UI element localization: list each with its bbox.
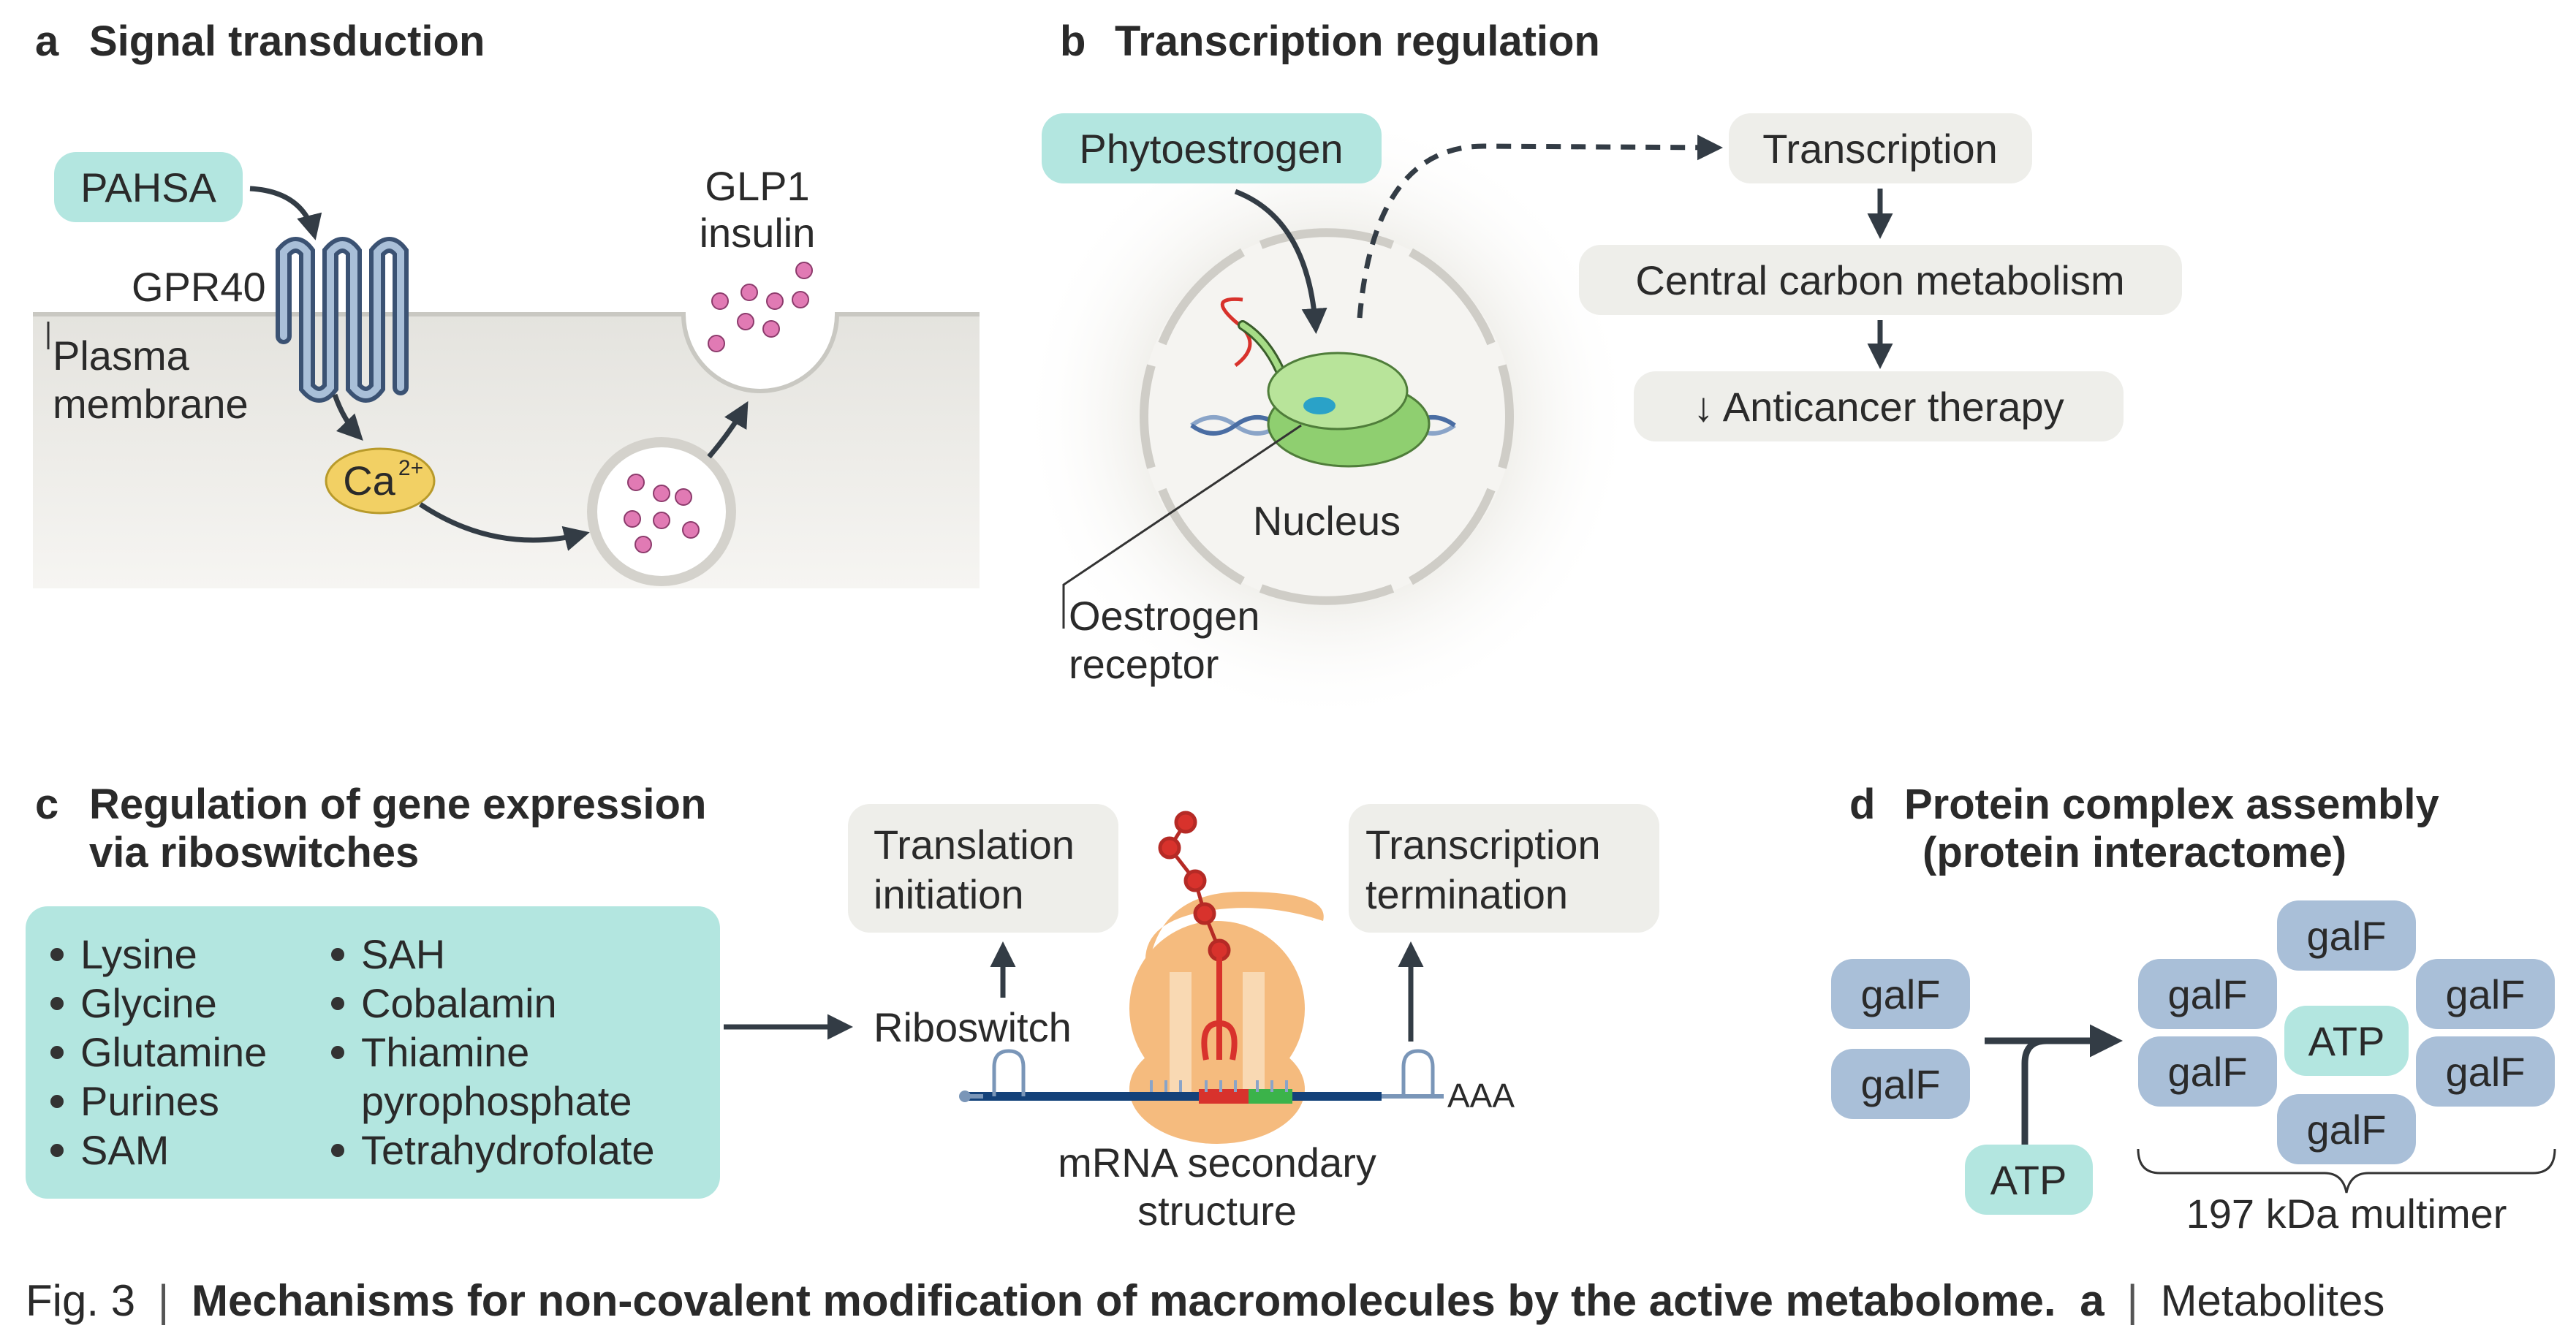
panel-b-letter: b bbox=[1060, 18, 1086, 65]
metabolite-column-1: Lysine Glycine Glutamine Purines SAM bbox=[50, 931, 267, 1173]
pahsa-label: PAHSA bbox=[80, 164, 216, 210]
galf-label: galF bbox=[1861, 1061, 1941, 1107]
atp-box bbox=[1965, 1145, 2093, 1215]
plasma-membrane bbox=[33, 314, 980, 588]
list-item: SAM bbox=[80, 1127, 169, 1173]
list-item: Glutamine bbox=[80, 1029, 267, 1075]
termination-label-2: termination bbox=[1365, 871, 1568, 917]
multimer-brace bbox=[2137, 1148, 2556, 1194]
anticancer-box bbox=[1634, 371, 2124, 441]
codon-red bbox=[1199, 1089, 1249, 1104]
panel-d-letter: d bbox=[1849, 781, 1875, 828]
panel-a-title: Signal transduction bbox=[89, 18, 485, 65]
panel-d-title-2: (protein interactome) bbox=[1922, 829, 2346, 876]
anticancer-label: ↓ Anticancer therapy bbox=[1693, 384, 2064, 430]
caption-a: a bbox=[2080, 1276, 2105, 1325]
galf-monomers: galF galF bbox=[1831, 959, 1970, 1119]
caption-fig: Fig. 3 bbox=[26, 1276, 135, 1325]
riboswitch-label: Riboswitch bbox=[874, 1004, 1072, 1050]
transcription-box bbox=[1729, 113, 2032, 183]
secreted-granules bbox=[708, 262, 813, 352]
codon-green bbox=[1249, 1089, 1292, 1104]
translation-box bbox=[848, 804, 1118, 933]
hairpin-right bbox=[1401, 1049, 1435, 1096]
receptor-label: receptor bbox=[1069, 641, 1219, 687]
oestrogen-label: Oestrogen bbox=[1069, 593, 1260, 639]
ribosome bbox=[1145, 892, 1324, 976]
pahsa-box bbox=[54, 152, 243, 222]
galf-label: galF bbox=[2446, 1049, 2526, 1095]
panel-c: c Regulation of gene expression via ribo… bbox=[26, 781, 1659, 1234]
termination-label-1: Transcription bbox=[1365, 822, 1601, 868]
nucleus-label: Nucleus bbox=[1253, 498, 1401, 544]
translation-label-2: initiation bbox=[874, 871, 1023, 917]
galf-label: galF bbox=[2168, 1049, 2248, 1095]
panel-c-title-1: Regulation of gene expression bbox=[89, 781, 706, 828]
termination-box bbox=[1349, 804, 1659, 933]
membrane-label: membrane bbox=[53, 381, 249, 427]
list-item: SAH bbox=[361, 931, 445, 977]
galf-label: galF bbox=[2307, 1107, 2387, 1153]
central-carbon-label: Central carbon metabolism bbox=[1635, 257, 2124, 303]
metabolite-column-2: SAH Cobalamin Thiamine pyrophosphate Tet… bbox=[331, 931, 655, 1173]
list-item: Tetrahydrofolate bbox=[361, 1127, 655, 1173]
insulin-label: insulin bbox=[700, 210, 816, 256]
ca-sup: 2+ bbox=[398, 456, 423, 480]
panel-d-title-1: Protein complex assembly bbox=[1904, 781, 2439, 828]
panel-c-title-2: via riboswitches bbox=[89, 829, 419, 876]
panel-b: b Transcription regulation Phytoestrogen bbox=[1020, 18, 2182, 724]
panel-c-letter: c bbox=[35, 781, 58, 828]
atp-center-box bbox=[2284, 1006, 2409, 1076]
caption-rest: Metabolites bbox=[2161, 1276, 2385, 1325]
metabolite-list-box bbox=[26, 906, 720, 1199]
codon-ticks bbox=[1150, 1080, 1288, 1092]
panel-b-title: Transcription regulation bbox=[1115, 18, 1600, 65]
caption-bold: Mechanisms for non-covalent modification… bbox=[192, 1276, 2056, 1325]
list-item: pyrophosphate bbox=[361, 1078, 632, 1124]
calcium-ion bbox=[325, 447, 436, 515]
panel-a-letter: a bbox=[35, 18, 59, 65]
vesicle-granules bbox=[624, 474, 700, 553]
central-carbon-box bbox=[1579, 245, 2182, 315]
list-item: Glycine bbox=[80, 980, 217, 1026]
glp1-label: GLP1 bbox=[705, 163, 809, 209]
list-item: Purines bbox=[80, 1078, 219, 1124]
panel-d: d Protein complex assembly (protein inte… bbox=[1831, 781, 2556, 1237]
panel-a: a Signal transduction Plasma membrane PA… bbox=[33, 18, 980, 588]
list-item: Thiamine bbox=[361, 1029, 529, 1075]
phyto-label: Phytoestrogen bbox=[1079, 126, 1343, 172]
figure-caption: Fig. 3 | Mechanisms for non-covalent mod… bbox=[26, 1276, 2384, 1325]
hairpin-left bbox=[992, 1049, 1026, 1096]
mrna-label-2: structure bbox=[1137, 1188, 1297, 1234]
peptide-chain bbox=[1158, 811, 1231, 962]
list-item: Cobalamin bbox=[361, 980, 557, 1026]
atp-center-label: ATP bbox=[2308, 1018, 2385, 1064]
trna bbox=[1201, 957, 1238, 1061]
atp-label: ATP bbox=[1990, 1157, 2067, 1203]
multimer-label: 197 kDa multimer bbox=[2186, 1191, 2507, 1237]
phyto-box bbox=[1042, 113, 1382, 183]
galf-label: galF bbox=[1861, 971, 1941, 1017]
galf-label: galF bbox=[2168, 971, 2248, 1017]
aaa-label: AAA bbox=[1447, 1077, 1515, 1115]
translation-label-1: Translation bbox=[874, 822, 1075, 868]
galf-label: galF bbox=[2307, 913, 2387, 959]
mrna-label-1: mRNA secondary bbox=[1058, 1139, 1376, 1186]
transcription-label: Transcription bbox=[1762, 126, 1998, 172]
galf-multimer: galF galF galF ATP galF galF galF bbox=[2138, 900, 2555, 1164]
gpr40-label: GPR40 bbox=[132, 264, 266, 310]
ca-label: Ca bbox=[343, 458, 395, 504]
list-item: Lysine bbox=[80, 931, 197, 977]
plasma-label: Plasma bbox=[53, 333, 190, 379]
phytoestrogen-ligand bbox=[1303, 397, 1336, 414]
galf-label: galF bbox=[2446, 971, 2526, 1017]
nuclear-envelope bbox=[1140, 228, 1514, 605]
